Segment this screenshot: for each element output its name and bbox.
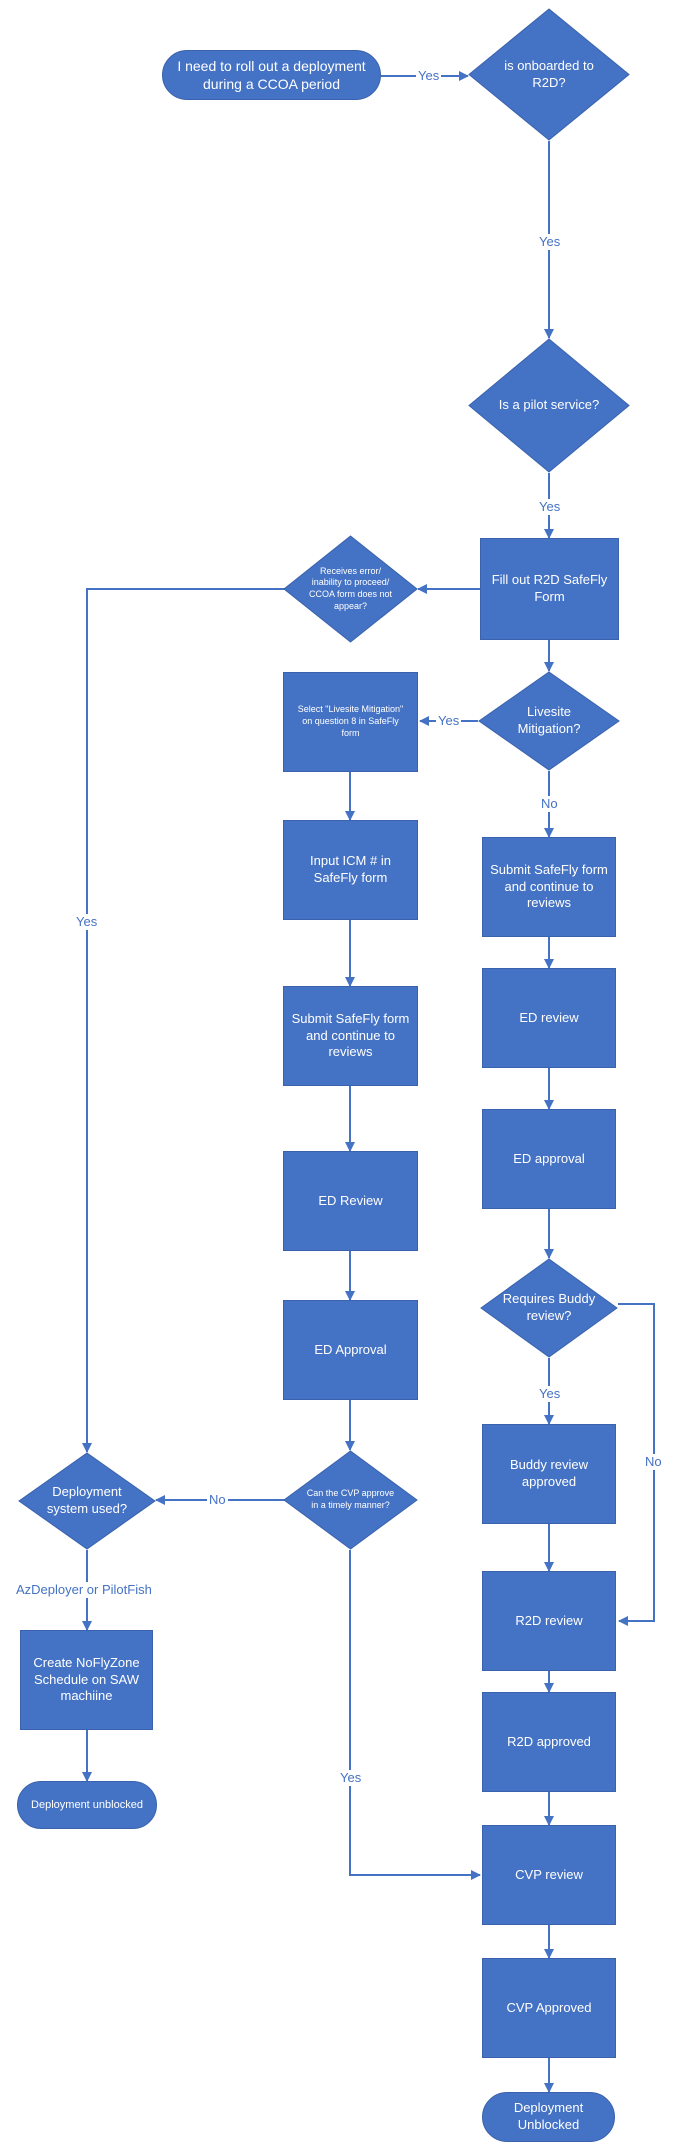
onboarded-decision: is onboarded to R2D? bbox=[468, 8, 630, 141]
submit-left-node: Submit SafeFly form and continue to revi… bbox=[283, 986, 418, 1086]
label-livesite-yes: Yes bbox=[436, 713, 462, 729]
end-left-node-label: Deployment unblocked bbox=[31, 1798, 143, 1811]
ed-approval-left-node-label: ED Approval bbox=[314, 1341, 387, 1357]
submit-left-node-label: Submit SafeFly form and continue to revi… bbox=[291, 1010, 410, 1060]
label-buddy-no: No bbox=[643, 1454, 664, 1470]
label-deploy-system: AzDeployer or PilotFish bbox=[14, 1582, 154, 1598]
label-cvp-timely-yes: Yes bbox=[338, 1770, 364, 1786]
end-left-node: Deployment unblocked bbox=[17, 1781, 157, 1829]
submit-right-node-label: Submit SafeFly form and continue to revi… bbox=[490, 861, 608, 911]
error-decision: Receives error/ inability to proceed/ CC… bbox=[283, 535, 418, 643]
r2d-review-node: R2D review bbox=[482, 1571, 616, 1671]
ed-review-left-node: ED Review bbox=[283, 1151, 418, 1251]
label-buddy-yes: Yes bbox=[537, 1386, 563, 1402]
buddy-decision-shape bbox=[480, 1258, 618, 1358]
cvp-review-node: CVP review bbox=[482, 1825, 616, 1925]
livesite-decision: Livesite Mitigation? bbox=[478, 671, 620, 771]
label-livesite-no: No bbox=[539, 796, 560, 812]
label-onboarded-to-pilot: Yes bbox=[537, 234, 563, 250]
cvp-timely-decision-shape bbox=[283, 1450, 418, 1550]
label-cvp-timely-no: No bbox=[207, 1492, 228, 1508]
select-livesite-node-label: Select "Livesite Mitigation" on question… bbox=[297, 704, 404, 738]
end-right-node-label: Deployment Unblocked bbox=[513, 2100, 584, 2132]
cvp-timely-decision-label: Can the CVP approve in a timely manner? bbox=[306, 1488, 395, 1510]
submit-right-node: Submit SafeFly form and continue to revi… bbox=[482, 837, 616, 937]
cvp-timely-decision: Can the CVP approve in a timely manner? bbox=[283, 1450, 418, 1550]
buddy-decision-label: Requires Buddy review? bbox=[502, 1291, 596, 1323]
ed-review-right-node: ED review bbox=[482, 968, 616, 1068]
pilot-decision-shape bbox=[468, 338, 630, 473]
ed-approval-right-node-label: ED approval bbox=[513, 1150, 585, 1166]
onboarded-decision-label: is onboarded to R2D? bbox=[504, 57, 594, 90]
ed-approval-right-node: ED approval bbox=[482, 1109, 616, 1209]
edge-error-to-deploy bbox=[82, 588, 285, 1453]
ed-review-right-node-label: ED review bbox=[519, 1009, 579, 1025]
livesite-decision-shape bbox=[478, 671, 620, 771]
buddy-approved-node-label: Buddy review approved bbox=[509, 1457, 589, 1489]
label-error-to-deploy: Yes bbox=[74, 914, 100, 930]
create-nofly-node-label: Create NoFlyZone Schedule on SAW machiin… bbox=[33, 1654, 140, 1704]
deploy-system-decision-label: Deployment system used? bbox=[46, 1484, 128, 1516]
ed-review-left-node-label: ED Review bbox=[318, 1192, 383, 1208]
select-livesite-node: Select "Livesite Mitigation" on question… bbox=[283, 672, 418, 772]
edge-cvp-timely-to-cvp-review bbox=[349, 1550, 481, 1880]
cvp-approved-node: CVP Approved bbox=[482, 1958, 616, 2058]
r2d-approved-node: R2D approved bbox=[482, 1692, 616, 1792]
create-nofly-node: Create NoFlyZone Schedule on SAW machiin… bbox=[20, 1630, 153, 1730]
r2d-review-node-label: R2D review bbox=[515, 1612, 583, 1628]
deploy-system-decision: Deployment system used? bbox=[18, 1452, 156, 1550]
onboarded-decision-shape bbox=[468, 8, 630, 141]
pilot-decision-label: Is a pilot service? bbox=[498, 397, 600, 413]
cvp-review-node-label: CVP review bbox=[515, 1866, 583, 1882]
fill-form-node-label: Fill out R2D SafeFly Form bbox=[491, 572, 608, 604]
buddy-decision: Requires Buddy review? bbox=[480, 1258, 618, 1358]
pilot-decision: Is a pilot service? bbox=[468, 338, 630, 473]
r2d-approved-node-label: R2D approved bbox=[507, 1733, 591, 1749]
ed-approval-left-node: ED Approval bbox=[283, 1300, 418, 1400]
label-start-to-onboarded: Yes bbox=[416, 68, 442, 84]
cvp-approved-node-label: CVP Approved bbox=[506, 1999, 592, 2015]
start-node-label: I need to roll out a deployment during a… bbox=[177, 57, 366, 92]
deploy-system-decision-shape bbox=[18, 1452, 156, 1550]
livesite-decision-label: Livesite Mitigation? bbox=[517, 704, 581, 736]
error-decision-shape bbox=[283, 535, 418, 643]
buddy-approved-node: Buddy review approved bbox=[482, 1424, 616, 1524]
error-decision-label: Receives error/ inability to proceed/ CC… bbox=[308, 565, 393, 611]
fill-form-node: Fill out R2D SafeFly Form bbox=[480, 538, 619, 640]
input-icm-node-label: Input ICM # in SafeFly form bbox=[310, 853, 391, 885]
input-icm-node: Input ICM # in SafeFly form bbox=[283, 820, 418, 920]
start-node: I need to roll out a deployment during a… bbox=[162, 50, 381, 100]
label-pilot-to-form: Yes bbox=[537, 499, 563, 515]
end-right-node: Deployment Unblocked bbox=[482, 2092, 615, 2142]
